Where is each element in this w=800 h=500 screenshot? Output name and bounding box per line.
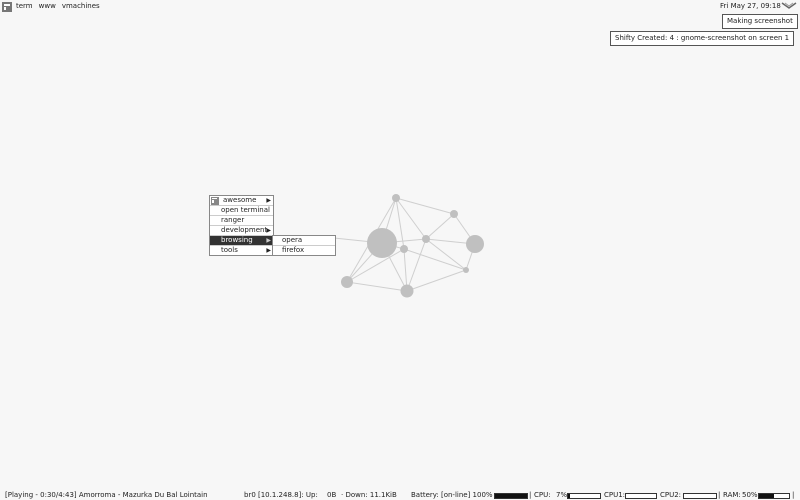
browsing-submenu: opera firefox bbox=[272, 235, 336, 256]
separator: | bbox=[529, 491, 532, 499]
music-status[interactable]: [Playing - 0:30/4:43] Amorroma - Mazurka… bbox=[5, 491, 208, 499]
bottom-panel: [Playing - 0:30/4:43] Amorroma - Mazurka… bbox=[0, 490, 800, 500]
cpu2-bar bbox=[683, 493, 717, 499]
main-menu: awesome ▶ open terminal ranger developme… bbox=[209, 195, 274, 256]
menu-item-browsing[interactable]: browsing ▶ bbox=[210, 236, 273, 246]
submenu-arrow-icon: ▶ bbox=[266, 227, 271, 234]
separator: | bbox=[792, 491, 795, 499]
tile-layout-icon[interactable] bbox=[2, 2, 12, 12]
menu-item-ranger[interactable]: ranger bbox=[210, 216, 273, 226]
network-down-status: · Down: 11.1KiB bbox=[341, 491, 397, 499]
menu-item-label: open terminal bbox=[221, 206, 270, 214]
cpu1-label: CPU1: bbox=[604, 491, 626, 499]
battery-label: Battery: [on-line] 100% bbox=[411, 491, 493, 499]
menu-item-label: ranger bbox=[221, 216, 245, 224]
ram-label: RAM: bbox=[723, 491, 741, 499]
menu-item-awesome[interactable]: awesome ▶ bbox=[210, 196, 273, 206]
cpu-label: CPU: bbox=[534, 491, 551, 499]
menu-item-label: firefox bbox=[282, 246, 305, 254]
submenu-arrow-icon: ▶ bbox=[266, 247, 271, 254]
menu-item-opera[interactable]: opera bbox=[273, 236, 335, 246]
notification-shifty[interactable]: Shifty Created: 4 : gnome-screenshot on … bbox=[610, 31, 795, 46]
chevron-down-icon[interactable] bbox=[781, 2, 797, 10]
ram-value: 50% bbox=[742, 491, 758, 499]
menu-item-label: development bbox=[221, 226, 268, 234]
awesome-icon bbox=[211, 197, 219, 205]
ram-bar bbox=[758, 493, 790, 499]
tag-www[interactable]: www bbox=[38, 2, 56, 10]
notification-screenshot[interactable]: Making screenshot bbox=[722, 14, 798, 29]
network-status: br0 [10.1.248.8]: Up: bbox=[244, 491, 318, 499]
wallpaper-network-graph bbox=[333, 194, 484, 298]
cpu1-bar bbox=[625, 493, 657, 499]
menu-item-tools[interactable]: tools ▶ bbox=[210, 246, 273, 255]
submenu-arrow-icon: ▶ bbox=[266, 237, 271, 244]
menu-item-development[interactable]: development ▶ bbox=[210, 226, 273, 236]
menu-item-label: tools bbox=[221, 246, 238, 254]
network-up-value: 0B bbox=[327, 491, 337, 499]
tag-vmachines[interactable]: vmachines bbox=[61, 2, 100, 10]
menu-item-firefox[interactable]: firefox bbox=[273, 246, 335, 255]
tag-list: term www vmachines bbox=[16, 1, 100, 11]
battery-bar bbox=[494, 493, 528, 499]
cpu2-label: CPU2: bbox=[660, 491, 682, 499]
menu-item-label: opera bbox=[282, 236, 303, 244]
menu-item-label: awesome bbox=[223, 196, 257, 204]
clock[interactable]: Fri May 27, 09:18 bbox=[720, 2, 781, 10]
cpu-value: 7% bbox=[556, 491, 568, 499]
tag-term[interactable]: term bbox=[16, 2, 33, 10]
submenu-arrow-icon: ▶ bbox=[266, 197, 271, 204]
separator: | bbox=[718, 491, 721, 499]
menu-item-label: browsing bbox=[221, 236, 253, 244]
top-panel: term www vmachines Fri May 27, 09:18 bbox=[0, 0, 800, 12]
menu-item-open-terminal[interactable]: open terminal bbox=[210, 206, 273, 216]
cpu-bar bbox=[567, 493, 601, 499]
